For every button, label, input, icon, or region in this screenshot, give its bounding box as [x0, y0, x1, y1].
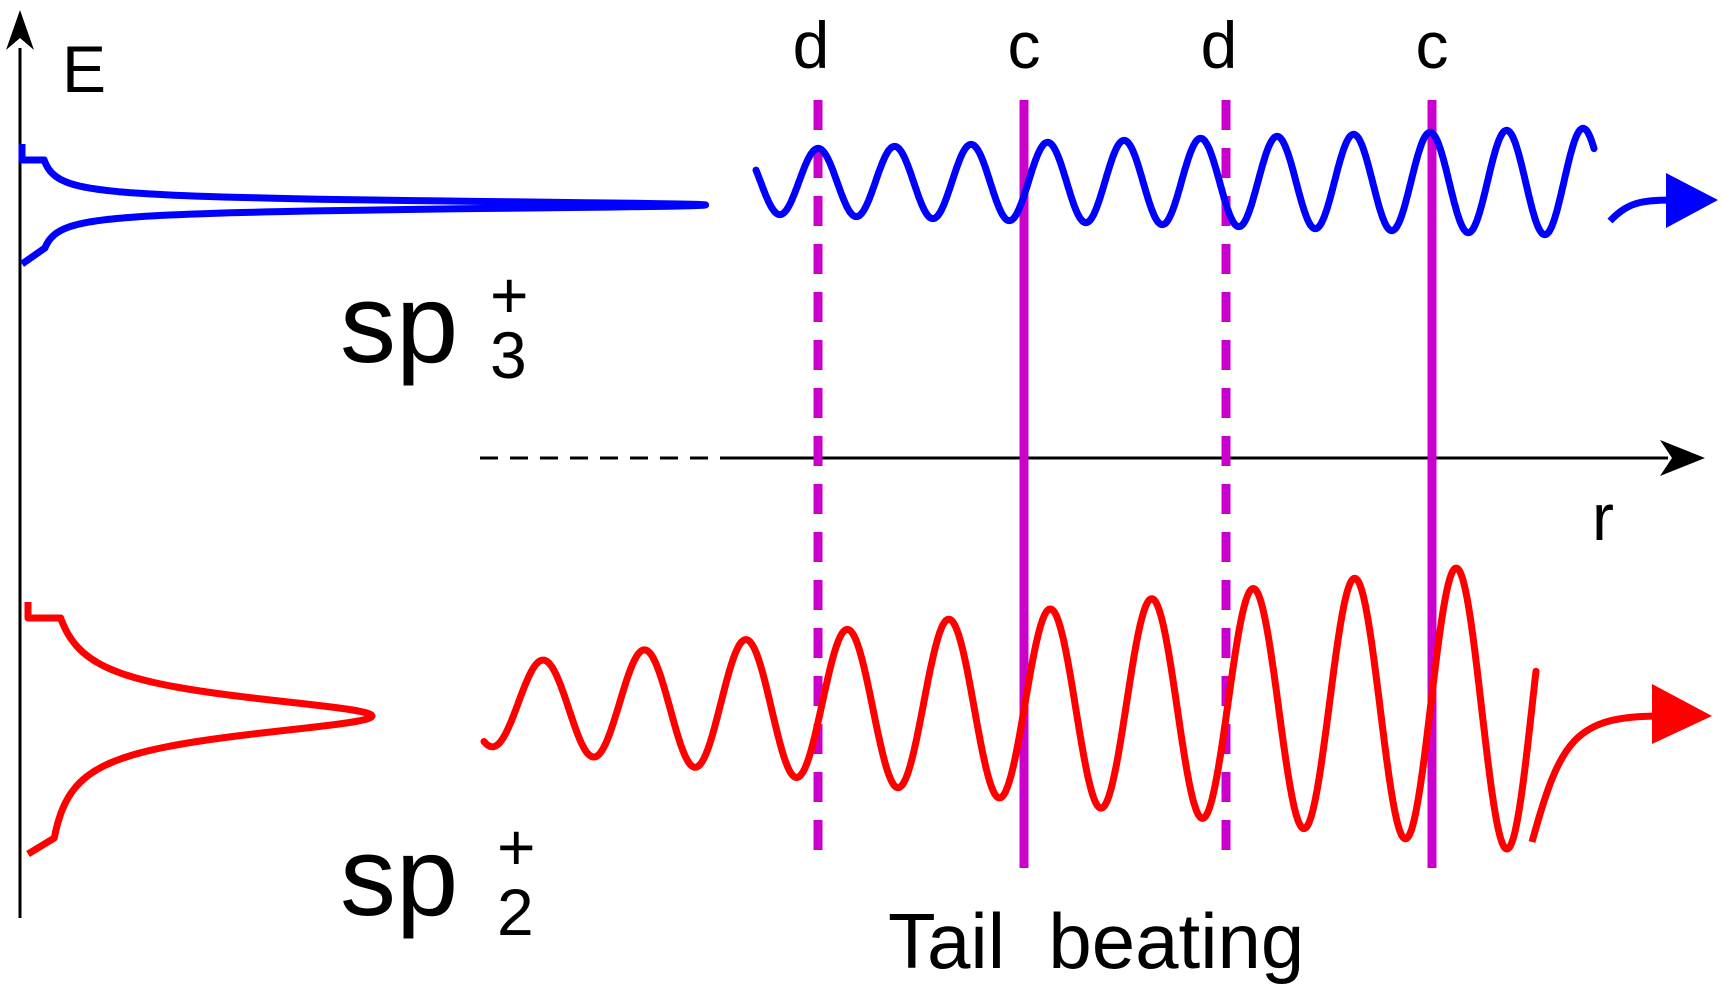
lower-state-superscript: +: [497, 810, 536, 884]
c-line-1-label: c: [1008, 8, 1041, 82]
d-line-2-label: d: [1201, 8, 1238, 82]
caption: Tail beating: [888, 897, 1304, 985]
upper-state-superscript: +: [490, 258, 529, 332]
lower-wave-tail: [480, 564, 1540, 853]
upper-resonance-peak: [18, 144, 710, 267]
upper-state-label: sp: [340, 261, 458, 386]
radial-axis-label: r: [1592, 480, 1614, 554]
lower-wave-arrow: [1528, 712, 1661, 843]
c-line-2-label: c: [1416, 8, 1449, 82]
lower-state-base: sp: [340, 814, 458, 939]
radial-axis: [480, 440, 1705, 476]
lower-wave-arrowhead: [1652, 684, 1712, 744]
energy-axis: [6, 10, 34, 918]
upper-state-base: sp: [340, 261, 458, 386]
lower-state-label: sp: [340, 814, 458, 939]
upper-wave-arrowhead: [1666, 173, 1718, 228]
lower-resonance-peak: [24, 602, 376, 857]
upper-wave-tail: [752, 124, 1598, 239]
energy-axis-label: E: [62, 32, 106, 106]
lower-state-subscript: 2: [497, 875, 534, 949]
d-line-1-label: d: [793, 8, 830, 82]
upper-state-subscript: 3: [490, 318, 527, 392]
